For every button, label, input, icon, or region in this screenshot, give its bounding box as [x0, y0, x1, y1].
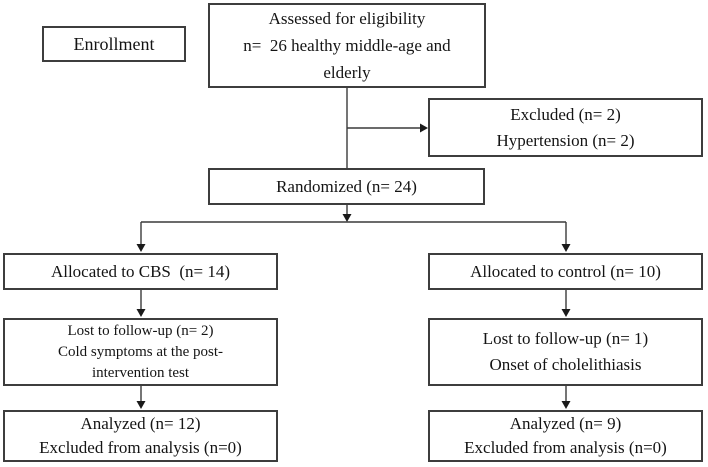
- analyzed-control-line: Analyzed (n= 9): [509, 414, 622, 433]
- assessed-line: Assessed for eligibility: [268, 9, 426, 28]
- lost-followup-control-box: Lost to follow-up (n= 1) Onset of cholel…: [428, 318, 703, 386]
- randomized-box: Randomized (n= 24): [208, 168, 485, 205]
- excluded-line: Hypertension (n= 2): [496, 130, 635, 150]
- arrowhead-lost-cbs: [136, 309, 146, 317]
- allocated-cbs-box: Allocated to CBS (n= 14): [3, 253, 278, 290]
- lost-cbs-line: intervention test: [91, 364, 190, 381]
- excluded-box: Excluded (n= 2) Hypertension (n= 2): [428, 98, 703, 157]
- randomized-line: Randomized (n= 24): [276, 176, 417, 196]
- arrowhead-alloc-cbs: [136, 244, 146, 252]
- arrowhead-analyzed-cbs: [136, 401, 146, 409]
- lost-control-line: Onset of cholelithiasis: [489, 355, 642, 374]
- analyzed-cbs-line: Analyzed (n= 12): [80, 414, 201, 433]
- allocated-control-box: Allocated to control (n= 10): [428, 253, 703, 290]
- arrowhead-excluded: [420, 123, 428, 133]
- lost-cbs-line: Cold symptoms at the post-: [58, 343, 223, 360]
- analyzed-control-line: Excluded from analysis (n=0): [464, 438, 667, 457]
- assessed-line: n= 26 healthy middle-age and: [243, 36, 451, 55]
- analyzed-control-box: Analyzed (n= 9) Excluded from analysis (…: [428, 410, 703, 462]
- assessed-for-eligibility-box: Assessed for eligibility n= 26 healthy m…: [208, 3, 486, 88]
- analyzed-cbs-line: Excluded from analysis (n=0): [39, 438, 242, 457]
- lost-followup-cbs-box: Lost to follow-up (n= 2) Cold symptoms a…: [3, 318, 278, 386]
- arrowhead-split: [342, 214, 352, 222]
- lost-cbs-line: Lost to follow-up (n= 2): [67, 322, 214, 339]
- allocated-cbs-line: Allocated to CBS (n= 14): [50, 261, 231, 281]
- lost-control-line: Lost to follow-up (n= 1): [482, 329, 649, 348]
- analyzed-cbs-box: Analyzed (n= 12) Excluded from analysis …: [3, 410, 278, 462]
- enrollment-label-box: Enrollment: [42, 26, 186, 62]
- allocated-control-line: Allocated to control (n= 10): [470, 261, 661, 281]
- assessed-line: elderly: [323, 63, 371, 82]
- arrowhead-alloc-control: [561, 244, 571, 252]
- arrowhead-lost-control: [561, 309, 571, 317]
- excluded-line: Excluded (n= 2): [510, 104, 621, 124]
- arrowhead-analyzed-control: [561, 401, 571, 409]
- enrollment-label: Enrollment: [73, 34, 155, 54]
